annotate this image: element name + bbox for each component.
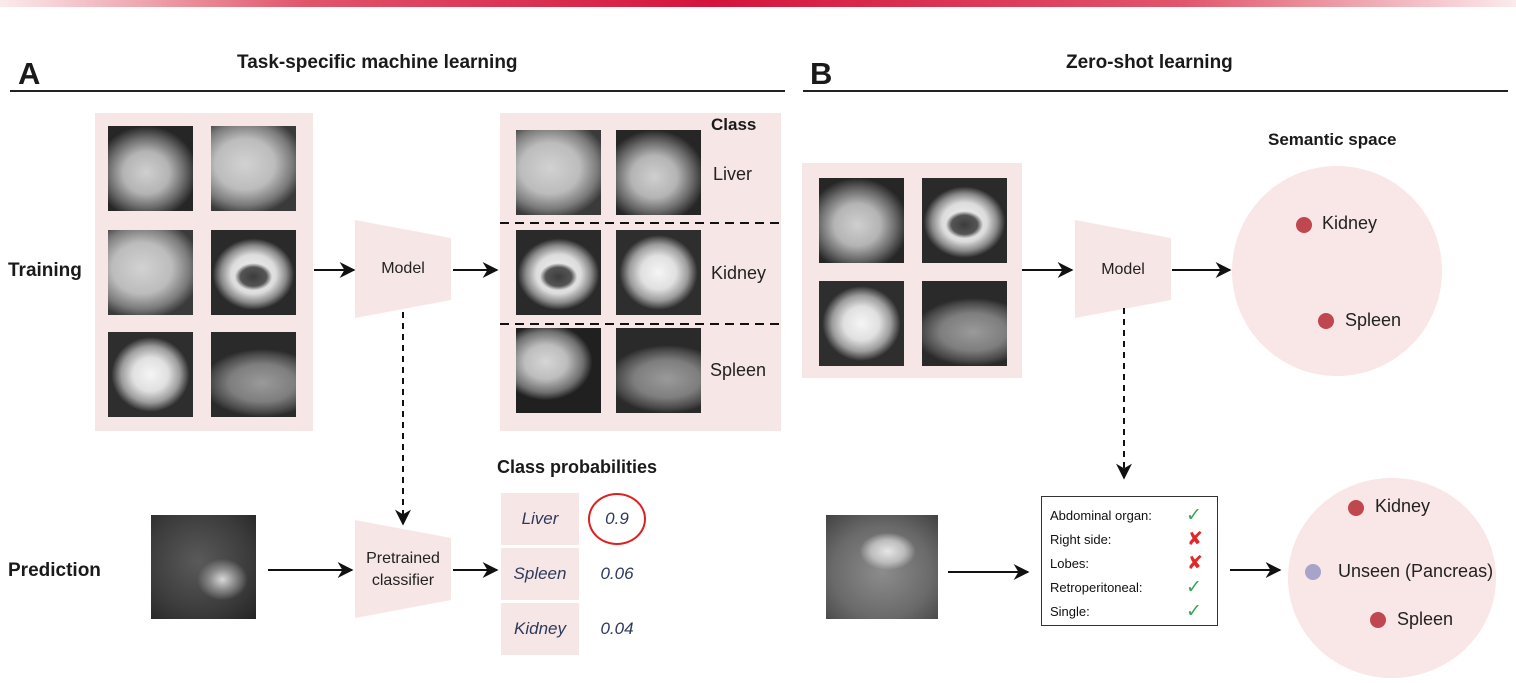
pretrained-label-line1: Pretrained [366, 550, 440, 567]
model-block [1075, 220, 1171, 318]
check-icon: ✓ [1186, 577, 1202, 598]
zero-shot-images-panel [802, 163, 1022, 378]
model-label: Model [1101, 261, 1145, 278]
training-images-panel [95, 113, 313, 431]
ct-image-kidney [516, 230, 601, 315]
ct-image-spleen [922, 281, 1007, 366]
attribute-name: Right side: [1050, 532, 1112, 547]
attribute-name: Retroperitoneal: [1050, 580, 1143, 595]
result-space-circle [1288, 478, 1496, 678]
ct-image-kidney [616, 230, 701, 315]
panel-a-rule [10, 90, 785, 92]
ct-image-liver [108, 126, 193, 211]
training-label: Training [8, 260, 82, 281]
probability-value-spleen: 0.06 [600, 564, 634, 583]
class-images-panel [500, 113, 781, 431]
result-label-kidney: Kidney [1375, 496, 1431, 516]
semantic-space-title: Semantic space [1268, 130, 1397, 149]
result-point-spleen [1370, 612, 1386, 628]
result-point-unseen [1305, 564, 1321, 580]
model-block [355, 220, 451, 318]
panel-b-title: Zero-shot learning [1066, 52, 1233, 73]
result-point-kidney [1348, 500, 1364, 516]
ct-image-spleen [211, 332, 296, 417]
result-label-spleen: Spleen [1397, 609, 1454, 629]
ct-image-spleen [616, 328, 701, 413]
attribute-list: Abdominal organ: Right side: Lobes: Retr… [1041, 496, 1218, 626]
semantic-label-kidney: Kidney [1322, 213, 1378, 233]
pretrained-classifier-label: Pretrained classifier [355, 548, 451, 592]
semantic-label-spleen: Spleen [1345, 310, 1402, 330]
semantic-space-circle [1232, 166, 1442, 376]
cross-icon: ✘ [1187, 529, 1203, 550]
semantic-point-kidney [1296, 217, 1312, 233]
probability-value-kidney: 0.04 [600, 619, 634, 638]
class-liver-label: Liver [713, 164, 753, 184]
ct-image-kidney [819, 281, 904, 366]
attribute-name: Single: [1050, 604, 1090, 619]
prediction-label: Prediction [8, 560, 101, 581]
panel-a-letter: A [18, 56, 41, 91]
attribute-name: Abdominal organ: [1050, 508, 1152, 523]
panel-a-title: Task-specific machine learning [237, 52, 518, 73]
attribute-name: Lobes: [1050, 556, 1090, 571]
model-label: Model [381, 260, 425, 277]
class-kidney-label: Kidney [711, 263, 767, 283]
top-accent-bar [0, 0, 1516, 7]
result-label-unseen: Unseen (Pancreas) [1338, 561, 1494, 581]
panel-b-rule [803, 90, 1508, 92]
ct-image-spleen [516, 328, 601, 413]
ct-image-liver [211, 126, 296, 211]
semantic-point-spleen [1318, 313, 1334, 329]
probability-value-liver: 0.9 [588, 493, 646, 545]
check-icon: ✓ [1186, 601, 1202, 622]
ct-image-kidney [211, 230, 296, 315]
ct-image-kidney [108, 332, 193, 417]
pretrained-classifier-block [355, 520, 451, 618]
ct-image-liver [108, 230, 193, 315]
class-spleen-label: Spleen [710, 360, 767, 380]
ct-image-liver [516, 130, 601, 215]
cross-icon: ✘ [1187, 553, 1203, 574]
probability-class-kidney: Kidney [501, 603, 579, 655]
ct-image-liver [616, 130, 701, 215]
class-probabilities-title: Class probabilities [497, 457, 658, 477]
pretrained-label-line2: classifier [371, 572, 435, 589]
ct-image-pancreas [826, 515, 938, 619]
ct-image-query [151, 515, 256, 619]
ct-image-liver [819, 178, 904, 263]
ct-image-kidney [922, 178, 1007, 263]
panel-b-letter: B [810, 56, 833, 91]
check-icon: ✓ [1186, 505, 1202, 526]
class-header: Class [711, 115, 757, 134]
probability-class-spleen: Spleen [501, 548, 579, 600]
probability-class-liver: Liver [501, 493, 579, 545]
